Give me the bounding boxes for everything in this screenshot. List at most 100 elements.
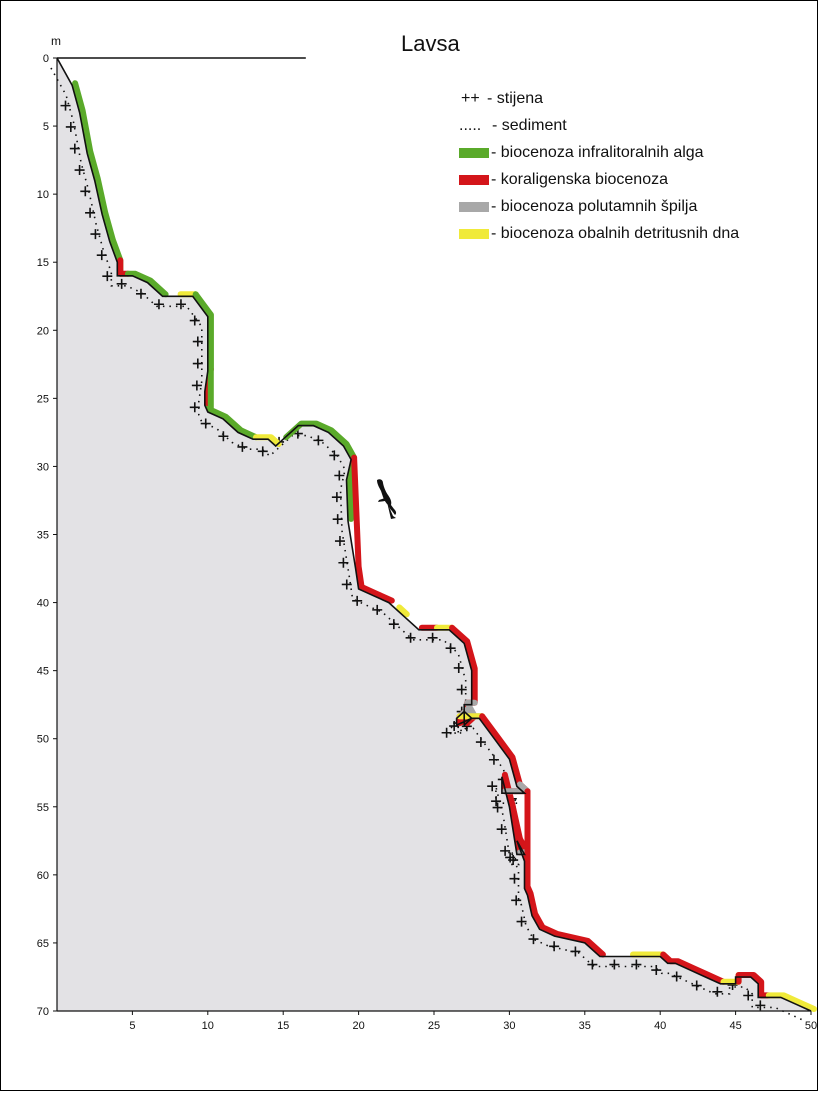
rock-cross-mark <box>116 278 127 289</box>
rock-cross-mark <box>441 727 452 738</box>
biocenosis-band <box>351 454 395 604</box>
rock-cross-mark <box>192 336 203 347</box>
rock-cross-mark <box>331 492 342 503</box>
rock-cross-mark <box>631 959 642 970</box>
legend-swatch <box>459 202 489 212</box>
rock-cross-mark <box>743 990 754 1001</box>
rock-cross-mark <box>329 450 340 461</box>
rock-cross-mark <box>69 143 80 154</box>
x-tick-label: 20 <box>352 1020 364 1032</box>
y-tick-label: 35 <box>37 530 49 542</box>
x-tick-label: 45 <box>729 1020 741 1032</box>
biocenosis-band <box>509 801 523 842</box>
seabed-area <box>57 58 811 1011</box>
biocenosis-band <box>72 80 124 277</box>
rock-cross-mark <box>475 737 486 748</box>
rock-cross-mark <box>509 873 520 884</box>
rock-cross-mark <box>712 986 723 997</box>
rock-cross-mark <box>491 796 502 807</box>
legend-label: - sediment <box>492 117 567 134</box>
legend-label: - koraligenska biocenoza <box>491 171 668 188</box>
rock-cross-mark <box>456 684 467 695</box>
rock-cross-mark <box>372 604 383 615</box>
y-tick-label: 15 <box>37 257 49 269</box>
rock-cross-mark <box>651 965 662 976</box>
biocenosis-band <box>765 992 817 1012</box>
biocenosis-band <box>735 972 772 999</box>
rock-cross-mark <box>570 946 581 957</box>
rock-cross-mark <box>334 536 345 547</box>
rock-cross-mark <box>488 754 499 765</box>
seabed-profile-line <box>56 57 812 1012</box>
rock-cross-mark <box>405 632 416 643</box>
biocenosis-bands <box>72 80 817 1012</box>
x-tick-label: 30 <box>503 1020 515 1032</box>
rock-cross-mark <box>505 852 516 863</box>
rock-cross-mark <box>237 441 248 452</box>
rock-cross-mark <box>511 895 522 906</box>
rock-cross-mark <box>352 595 363 606</box>
rock-cross-mark <box>691 980 702 991</box>
rock-cross-mark <box>332 514 343 525</box>
rock-cross-mark <box>90 229 101 240</box>
rock-cross-mark <box>257 446 268 457</box>
biocenosis-band <box>207 311 259 441</box>
y-tick-label: 55 <box>37 802 49 814</box>
rock-cross-mark <box>191 380 202 391</box>
rock-cross-mark <box>445 643 456 654</box>
legend-swatch <box>459 148 489 158</box>
y-tick-label: 25 <box>37 393 49 405</box>
biocenosis-band <box>524 788 606 958</box>
legend-label: - stijena <box>487 90 543 107</box>
x-tick-label: 10 <box>202 1020 214 1032</box>
rock-cross-mark <box>609 959 620 970</box>
rock-cross-mark <box>671 971 682 982</box>
rock-cross-mark <box>453 662 464 673</box>
chart-title: Lavsa <box>401 31 460 56</box>
rock-cross-mark <box>85 207 96 218</box>
rock-cross-mark <box>80 186 91 197</box>
x-tick-label: 15 <box>277 1020 289 1032</box>
y-tick-label: 5 <box>43 121 49 133</box>
rock-cross-mark <box>334 470 345 481</box>
rock-cross-mark <box>549 941 560 952</box>
biocenosis-band <box>660 951 727 985</box>
y-tick-label: 50 <box>37 734 49 746</box>
legend-label: - biocenoza polutamnih špilja <box>491 198 697 215</box>
rock-cross-mark <box>500 845 511 856</box>
y-tick-label: 45 <box>37 666 49 678</box>
legend-swatch <box>459 229 489 239</box>
legend-label: - biocenoza obalnih detritusnih dna <box>491 225 739 242</box>
legend: ++ - stijena..... - sediment - biocenoza in… <box>459 90 739 242</box>
rock-cross-mark <box>200 418 211 429</box>
rock-cross-mark <box>427 632 438 643</box>
x-tick-label: 50 <box>805 1020 817 1032</box>
rock-cross-mark <box>60 100 71 111</box>
y-axis-unit: m <box>51 34 61 48</box>
rock-crosses <box>60 100 766 1011</box>
rock-cross-mark <box>755 1000 766 1011</box>
x-tick-label: 35 <box>579 1020 591 1032</box>
rock-cross-mark <box>341 579 352 590</box>
rock-cross-mark <box>313 435 324 446</box>
legend-symbol: ..... <box>459 117 481 134</box>
biocenosis-band <box>124 270 169 298</box>
rock-cross-mark <box>496 824 507 835</box>
biocenosis-band <box>396 604 410 618</box>
rock-cross-mark <box>338 557 349 568</box>
legend-label: - biocenoza infralitoralnih alga <box>491 144 704 161</box>
legend-swatch <box>459 175 489 185</box>
rock-cross-mark <box>516 916 527 927</box>
rock-cross-mark <box>528 934 539 945</box>
legend-symbol: ++ <box>461 90 480 107</box>
biocenosis-band <box>283 420 358 522</box>
y-tick-label: 40 <box>37 598 49 610</box>
x-tick-label: 40 <box>654 1020 666 1032</box>
rock-cross-mark <box>135 288 146 299</box>
rock-cross-mark <box>192 358 203 369</box>
rock-cross-mark <box>587 959 598 970</box>
